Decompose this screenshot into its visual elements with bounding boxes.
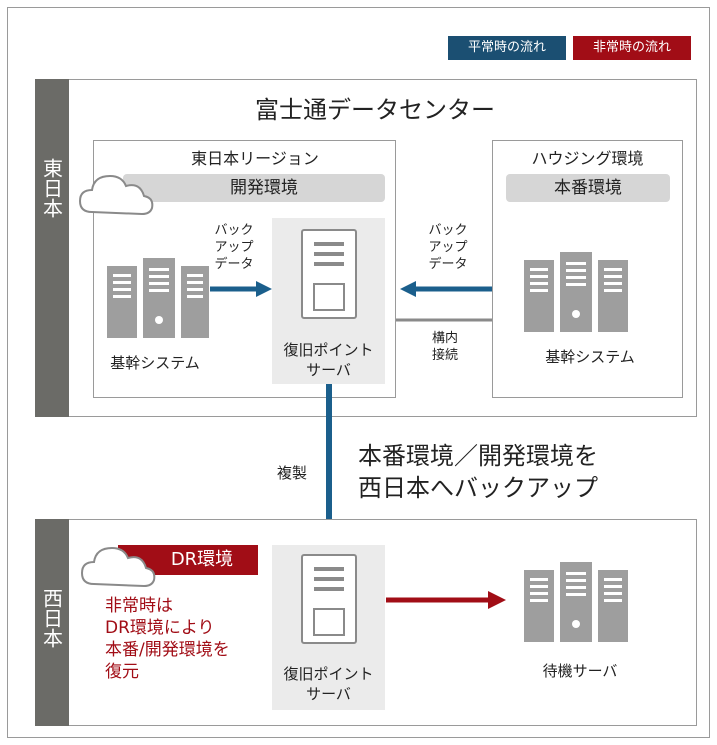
- replication-message: 本番環境／開発環境を 西日本へバックアップ: [358, 442, 598, 502]
- server-icon: [301, 554, 357, 644]
- housing-environment-title: ハウジング環境: [531, 149, 644, 168]
- standby-servers-icon: [524, 562, 628, 642]
- dev-environment-band: 開発環境: [123, 174, 385, 202]
- east-japan-label-bar: 東日本: [35, 79, 69, 417]
- west-japan-label-bar: 西日本: [35, 519, 69, 726]
- backup-data-left-label: バック アップ データ: [214, 223, 254, 272]
- internal-connection-line: [396, 318, 496, 322]
- backup-data-right-label: バック アップ データ: [428, 223, 468, 272]
- restore-point-server-east-label: 復旧ポイント サーバ: [283, 341, 374, 379]
- core-system-servers-left-icon: [107, 258, 209, 338]
- backup-arrow-right: [400, 281, 492, 297]
- backup-arrow-left: [210, 281, 272, 297]
- legend-emergency-flow: 非常時の流れ: [573, 36, 691, 60]
- west-japan-label: 西日本: [39, 587, 64, 648]
- cloud-icon: [80, 546, 156, 588]
- server-icon: [301, 229, 357, 319]
- legend-normal-flow: 平常時の流れ: [448, 36, 566, 60]
- emergency-flow-arrow: [386, 591, 506, 609]
- dr-note: 非常時は DR環境により 本番/開発環境を 復元: [105, 596, 230, 682]
- datacenter-title: 富士通データセンター: [255, 96, 495, 124]
- standby-server-label: 待機サーバ: [542, 662, 618, 680]
- restore-point-server-west-label: 復旧ポイント サーバ: [283, 665, 374, 703]
- east-japan-label: 東日本: [39, 158, 64, 218]
- replication-label: 複製: [276, 464, 307, 482]
- internal-connection-label: 構内 接続: [431, 331, 458, 363]
- cloud-icon: [78, 174, 154, 216]
- core-system-servers-right-icon: [524, 252, 628, 332]
- east-region-title: 東日本リージョン: [191, 149, 319, 168]
- production-environment-label: 本番環境: [506, 174, 670, 202]
- core-system-left-label: 基幹システム: [110, 354, 200, 372]
- core-system-right-label: 基幹システム: [545, 348, 635, 366]
- dev-environment-label: 開発環境: [230, 178, 298, 198]
- diagram-frame: [7, 7, 710, 738]
- dr-environment-label: DR環境: [170, 549, 234, 570]
